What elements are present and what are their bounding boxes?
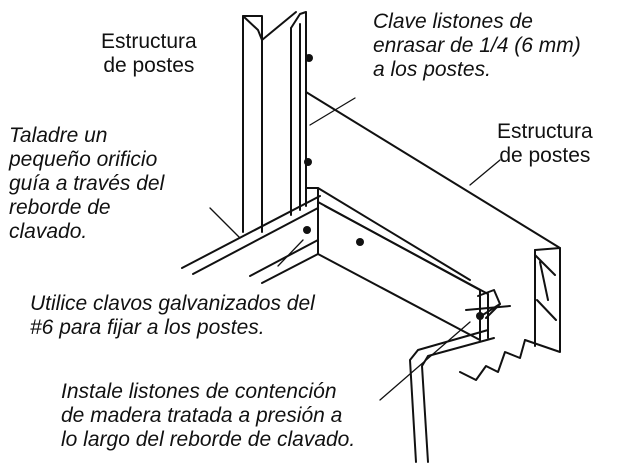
label-line: de postes bbox=[499, 144, 591, 167]
label-line: a los postes. bbox=[373, 58, 491, 81]
label-line: Taladre un bbox=[9, 124, 108, 147]
label-line: reborde de bbox=[9, 196, 111, 219]
label-line: Instale listones de contención bbox=[61, 380, 337, 403]
window-flange bbox=[317, 201, 489, 341]
left-stud bbox=[242, 11, 297, 233]
label-line: Clave listones de bbox=[373, 10, 533, 33]
label-furring: Clave listones de enrasar de 1/4 (6 mm) … bbox=[373, 10, 581, 82]
label-studs-left: Estructura de postes bbox=[101, 30, 197, 78]
label-line: #6 para fijar a los postes. bbox=[30, 316, 265, 339]
label-line: Utilice clavos galvanizados del bbox=[30, 292, 315, 315]
nailing-fin bbox=[181, 195, 321, 284]
nail-dot bbox=[305, 54, 313, 62]
label-line: clavado. bbox=[9, 220, 88, 243]
leader-lines bbox=[209, 97, 501, 401]
label-retainer: Instale listones de contención de madera… bbox=[61, 380, 355, 452]
nail-dot bbox=[304, 158, 312, 166]
furring-strip bbox=[290, 11, 307, 216]
flashing-tube bbox=[409, 329, 495, 463]
framing-broken-end bbox=[459, 254, 557, 381]
label-nails: Utilice clavos galvanizados del #6 para … bbox=[30, 292, 315, 340]
label-line: Estructura bbox=[497, 120, 593, 143]
nail-dots bbox=[303, 54, 484, 320]
nail-dot bbox=[356, 238, 364, 246]
label-line: guía a través del bbox=[9, 172, 165, 195]
label-line: enrasar de 1/4 (6 mm) bbox=[373, 34, 581, 57]
nail-dot bbox=[303, 226, 311, 234]
label-studs-right: Estructura de postes bbox=[497, 120, 593, 168]
right-framing bbox=[305, 91, 561, 353]
label-line: lo largo del reborde de clavado. bbox=[61, 428, 356, 451]
label-line: Estructura bbox=[101, 30, 197, 53]
label-line: de postes bbox=[103, 54, 195, 77]
label-pilot-hole: Taladre un pequeño orificio guía a travé… bbox=[9, 124, 164, 244]
label-line: de madera tratada a presión a bbox=[61, 404, 343, 427]
nail-dot bbox=[476, 312, 484, 320]
label-line: pequeño orificio bbox=[9, 148, 158, 171]
